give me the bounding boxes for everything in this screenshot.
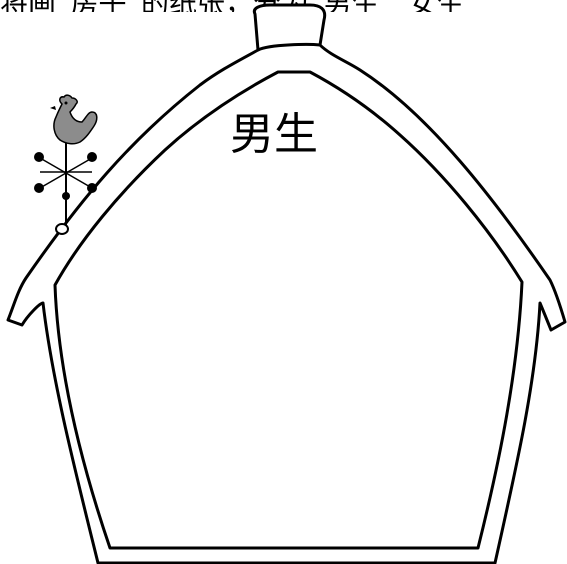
weathervane-arm-2 xyxy=(39,157,93,189)
weathervane-ball xyxy=(87,183,97,193)
house-inner-outline xyxy=(53,70,524,550)
weathervane-ball xyxy=(62,192,70,200)
weathervane-ball xyxy=(34,152,44,162)
weathervane-ball xyxy=(34,183,44,193)
weathervane-ball xyxy=(87,152,97,162)
chimney-outline xyxy=(257,43,321,52)
house-label: 男生 xyxy=(230,109,318,160)
weathervane-base xyxy=(55,223,69,235)
rooster-weathervane-icon xyxy=(50,94,98,145)
top-caption: 将画“房子”的纸张，分为“男生”“女生” xyxy=(0,0,567,12)
